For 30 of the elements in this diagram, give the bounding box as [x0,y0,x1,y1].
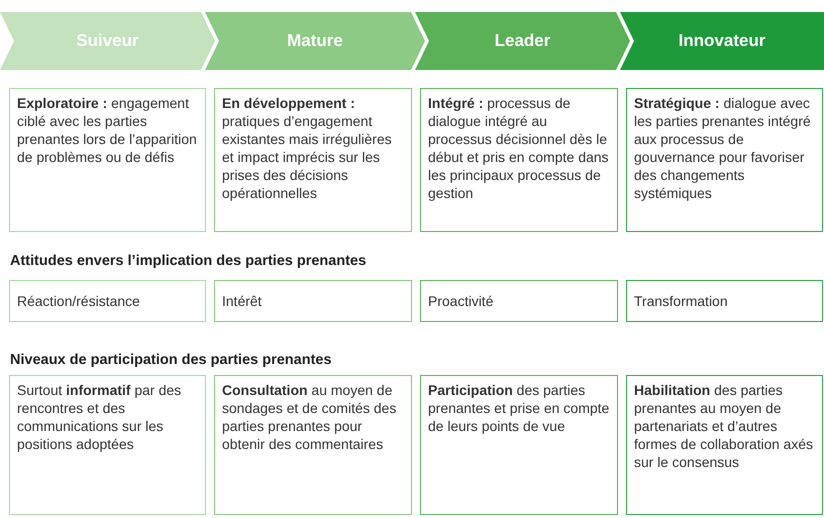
participation-box [214,375,412,515]
section-heading: Niveaux de participation des parties prenantes [10,352,332,368]
attitude-box [420,280,618,322]
attitude-text: Proactivité [428,292,494,310]
participation-text: Consultation au moyen de sondages et de comités des parties prenantes pour obtenir des commentaires [222,381,398,453]
description-text: Exploratoire : engagement ciblé avec les parties prenantes lors de l’apparition de problèmes ou de défis [17,94,198,166]
participation-text: Surtout informatif par des rencontres et des communications sur les positions adoptées [17,381,182,453]
participation-text: Participation des parties prenantes et prise en compte de leurs points de vue [428,381,610,435]
stage-label: Leader [494,31,550,51]
attitude-box [214,280,412,322]
description-text: Stratégique : dialogue avec les parties prenantes intégré aux processus de gouvernance pour favoriser des changements systémiques [634,94,812,202]
stage-label: Mature [287,31,343,51]
participation-box [9,375,206,515]
participation-box [420,375,618,515]
description-text: Intégré : processus de dialogue intégré au processus décisionnel dès le début et pris en compte dans les principaux processus de gestion [428,94,610,202]
attitude-text: Réaction/résistance [17,292,140,310]
attitude-text: Transformation [634,292,728,310]
description-text: En développement : pratiques d’engagement existantes mais irrégulières et impact imprécis sur les prises des décisions opérationnelles [222,94,393,202]
description-box [626,88,823,232]
stage-label: Suiveur [76,31,139,51]
attitude-text: Intérêt [222,292,262,310]
description-box [420,88,618,232]
attitude-box [9,280,206,322]
description-box [214,88,412,232]
stage-label: Innovateur [678,31,766,51]
attitude-box [626,280,823,322]
description-box [9,88,206,232]
section-heading: Attitudes envers l’implication des parties prenantes [10,253,366,269]
participation-box [626,375,823,515]
participation-text: Habilitation des parties prenantes au moyen de partenariats et d’autres formes de collaboration axés sur le consensus [634,381,814,471]
